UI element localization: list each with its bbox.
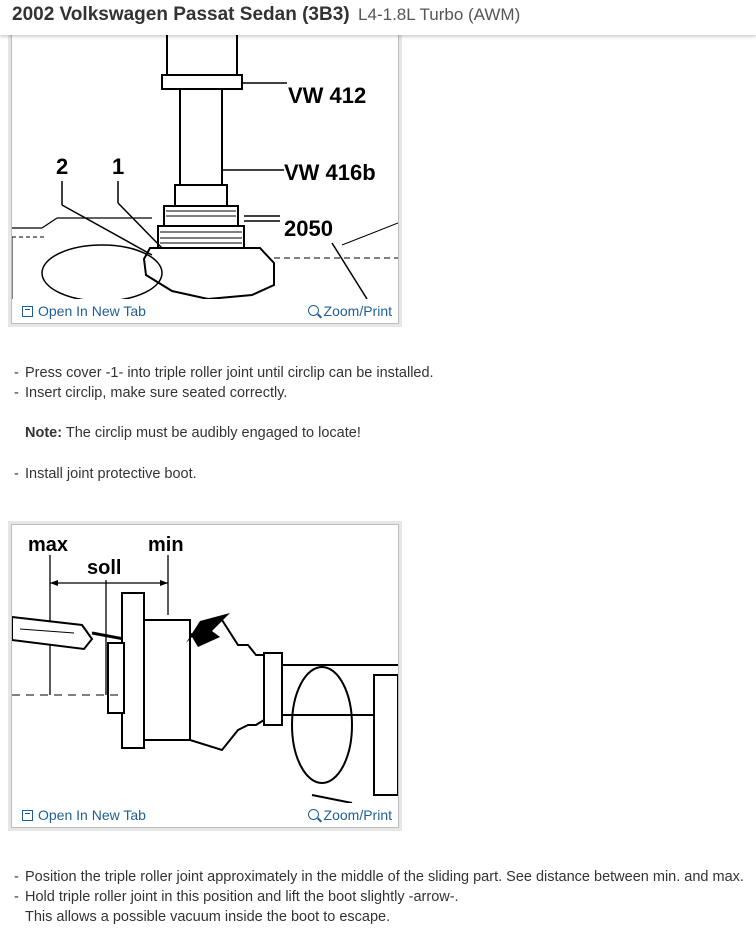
open-in-new-tab-label: Open In New Tab [38, 303, 146, 319]
open-in-new-tab-icon [22, 306, 33, 317]
note-text: The circlip must be audibly engaged to l… [65, 425, 361, 441]
dimension-label-max: max [28, 534, 68, 556]
vehicle-title: 2002 Volkswagen Passat Sedan (3B3) [12, 4, 350, 25]
instruction-step: -Press cover -1- into triple roller join… [14, 365, 434, 381]
open-in-new-tab-link[interactable]: Open In New Tab [22, 807, 146, 823]
instruction-step: -Insert circlip, make sure seated correc… [14, 385, 288, 401]
dimension-label-min: min [148, 534, 184, 556]
instruction-block-2: -Install joint protective boot. [14, 464, 197, 484]
instruction-block-3: -Position the triple roller joint approx… [14, 867, 744, 927]
instruction-step: -Position the triple roller joint approx… [14, 869, 744, 885]
dimension-label-soll: soll [87, 557, 121, 579]
zoom-print-link[interactable]: Zoom/Print [307, 303, 392, 319]
zoom-print-label: Zoom/Print [323, 303, 392, 319]
figure-toolbar: Open In New Tab Zoom/Print [12, 803, 398, 827]
engine-subtitle: L4-1.8L Turbo (AWM) [358, 5, 521, 24]
zoom-print-label: Zoom/Print [323, 807, 392, 823]
boot-position-diagram: max min soll [12, 534, 398, 803]
note-block: Note: The circlip must be audibly engage… [14, 423, 361, 443]
open-in-new-tab-link[interactable]: Open In New Tab [22, 303, 146, 319]
tool-label-2050: 2050 [284, 216, 333, 241]
tool-label-vw412: VW 412 [288, 83, 366, 108]
callout-2: 2 [56, 154, 68, 179]
magnifier-icon [307, 809, 319, 820]
circlip-install-diagram: VW 412 VW 416b 2050 2 1 [12, 23, 398, 299]
zoom-print-link[interactable]: Zoom/Print [307, 807, 392, 823]
page-header: 2002 Volkswagen Passat Sedan (3B3) L4-1.… [0, 0, 756, 35]
instruction-block-1: -Press cover -1- into triple roller join… [14, 363, 434, 403]
callout-1: 1 [112, 154, 124, 179]
open-in-new-tab-icon [22, 810, 33, 821]
tool-label-vw416b: VW 416b [284, 160, 376, 185]
page-title: 2002 Volkswagen Passat Sedan (3B3) L4-1.… [12, 4, 520, 26]
magnifier-icon [307, 305, 319, 316]
figure-toolbar: Open In New Tab Zoom/Print [12, 299, 398, 323]
figure-circlip-install: VW 412 VW 416b 2050 2 1 Open In New Tab … [11, 22, 399, 324]
instruction-step-continuation: This allows a possible vacuum inside the… [25, 909, 391, 925]
open-in-new-tab-label: Open In New Tab [38, 807, 146, 823]
figure-boot-position: max min soll Open In New Tab Zoom/Print [11, 524, 399, 828]
instruction-step: -Hold triple roller joint in this positi… [14, 889, 459, 905]
instruction-step: -Install joint protective boot. [14, 466, 197, 482]
note-label: Note: [25, 425, 63, 441]
